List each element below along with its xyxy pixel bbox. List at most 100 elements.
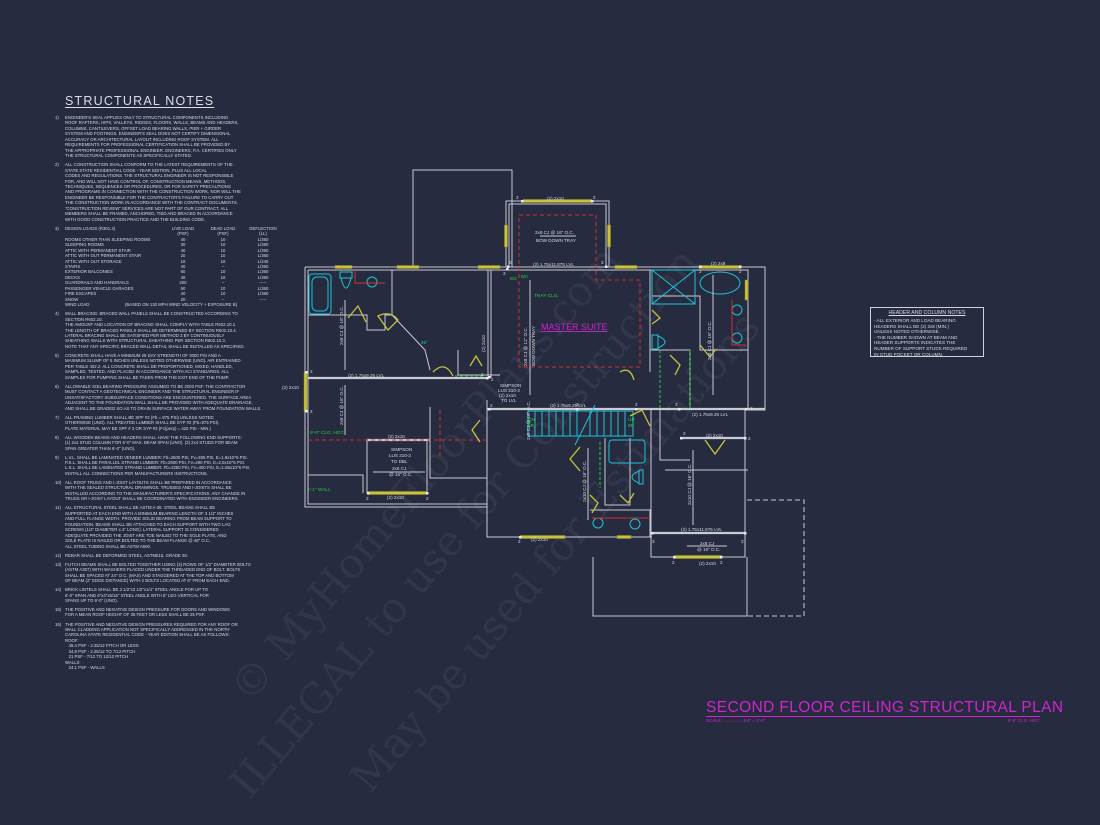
label: TRAY CLG. [534, 293, 559, 299]
note-item: 1)ENGINEER'S SEAL APPLIES ONLY TO STRUCT… [55, 115, 290, 159]
note-line: THE POSITIVE AND NEGATIVE DESIGN PRESSUR… [65, 621, 238, 627]
design-load-cell: 10 [220, 258, 226, 264]
label: 2x8 CJ @ 16" O.C. [339, 386, 344, 425]
post-label: 3 [509, 260, 512, 265]
note-line: FOR, AND WILL NOT HAVE CONTROL OF, CONST… [65, 178, 227, 184]
column-header: LIVE LOAD [171, 225, 195, 231]
note-number: 13) [55, 561, 62, 567]
sink-icon [366, 276, 378, 288]
note-line: FOUNDATION. BEAMS SHALL BE ATTACHED TO E… [65, 521, 231, 527]
design-load-cell: 20 [180, 253, 186, 259]
note-line: WITH THE SEALED STRUCTURAL DRAWINGS. TRU… [65, 485, 232, 491]
notes-list: 1)ENGINEER'S SEAL APPLIES ONLY TO STRUCT… [55, 115, 290, 222]
label: DN [528, 417, 535, 423]
post-label: 3 [503, 271, 506, 276]
note-item: 7)ALL FRAMING LUMBER SHALL BE SPF #2 (Fb… [55, 415, 290, 431]
note-number: 10) [55, 479, 62, 485]
note-number: 8) [55, 434, 59, 440]
post-label: 3 [576, 402, 579, 407]
post-label: 2 [518, 539, 521, 544]
toilet-icon [631, 469, 644, 485]
note-line: 34.8 PSF - 2.25/12 TO 7/12 PITCH [65, 648, 136, 654]
post-label: 2 [635, 402, 638, 407]
note-line: LATERAL BRACING SHALL BE SATISFIED PER M… [65, 333, 225, 338]
design-load-cell: L/360 [257, 263, 269, 269]
structural-notes: STRUCTURAL NOTES 1)ENGINEER'S SEAL APPLI… [55, 94, 290, 674]
post-label: 2 [310, 409, 313, 414]
note-line: P.S.L. SHALL BE PARALLEL STRAND LUMBER: … [65, 460, 246, 466]
label: 2x8 CJ @ 16" O.C. [535, 230, 574, 235]
structural-notes-title: STRUCTURAL NOTES [65, 94, 215, 108]
label: (2) 2x10 [706, 433, 723, 438]
label: 2x8 CJ @ 12" O.C. [523, 327, 528, 366]
post-label: 2 [490, 403, 493, 408]
note-line: WALL BRACING: BRACED WALL PANELS SHALL B… [65, 311, 238, 317]
note-line: PER TABLE 402.2. ALL CONCRETE SHALL BE P… [65, 363, 233, 369]
note-line: ALL STRUCTURAL STEEL SHALL BE ASTM A-36.… [65, 505, 216, 511]
note-line: ALL STEEL TUBING SHALL BE ASTM A500. [65, 543, 152, 549]
label: SIMPSON [391, 447, 412, 452]
note-number: 5) [55, 352, 59, 358]
note-line: FOR A MEAN ROOF HEIGHT OF 35 FEET OR LES… [65, 612, 206, 618]
post-label: 2 [310, 369, 313, 374]
note-line: MUST CONTACT A GEOTECHNICAL ENGINEER AND… [65, 389, 240, 395]
note-line: SHEATHING WALLS WITH STRUCTURAL SHEATHIN… [65, 338, 226, 344]
joist-span-lines [344, 235, 727, 547]
note-number: 6) [55, 383, 59, 389]
label: 2x8 CJ @ 16" O.C. [339, 306, 344, 345]
label: LUS 210-2 [498, 388, 520, 393]
post-label: 3 [652, 539, 655, 544]
header-column-note-line: NUMBER OF SUPPORT STUDS REQUIRED [874, 345, 968, 351]
headers [303, 199, 749, 559]
design-load-cell: L/360 [257, 253, 269, 259]
scale-label: SCALE: [706, 718, 723, 723]
note-line: ENGINEER BE RESPONSIBLE FOR THE CONTRACT… [65, 194, 234, 200]
support-posts: 2 2 3 3 3 2 2 2 2 2 2 2 3 2 3 2 2 2 2 3 … [305, 195, 753, 565]
tub-icon [308, 273, 332, 315]
design-load-cell: 200 [179, 280, 187, 286]
note-line: CODES AND REGULATIONS. THE STRUCTURAL EN… [65, 173, 234, 179]
note-item: 16)THE POSITIVE AND NEGATIVE DESIGN PRES… [55, 622, 290, 671]
design-load-cell: 40 [180, 263, 186, 269]
note-line: THE POSITIVE AND NEGATIVE DESIGN PRESSUR… [65, 607, 230, 613]
wind-load-label: WIND LOAD [65, 302, 90, 308]
design-loads-title: DESIGN LOADS (R301.4) [65, 225, 116, 231]
header-column-note-line: - THE NUMBER SHOWN AT BEAM AND [874, 334, 958, 340]
label: (2) 2x10 [282, 385, 299, 390]
post-label: 2 [748, 436, 751, 441]
note-item: 2)ALL CONSTRUCTION SHALL CONFORM TO THE … [55, 162, 290, 222]
note-line: SECTION R602.10. [65, 316, 103, 322]
design-load-cell: ATTIC WITH PERMANENT STAIR [65, 247, 131, 253]
note-number: 14) [55, 587, 62, 593]
label: (2) 1.75x11.875 LVL [533, 262, 574, 267]
label: TO LVL [501, 398, 517, 403]
note-line: ALL CONSTRUCTION SHALL CONFORM TO THE LA… [65, 162, 233, 168]
note-item: 11)ALL STRUCTURAL STEEL SHALL BE ASTM A-… [55, 505, 290, 549]
label: BOW DOWN TRAY [536, 238, 576, 243]
walls [304, 169, 805, 617]
note-line: ACCURACY OR ARCHITECTURAL LAYOUT INCLUDI… [65, 136, 219, 142]
header-column-note-line: HEADERS SHALL BE (2) 2x8 (MIN.) [874, 323, 949, 329]
post-label: 2 [683, 431, 686, 436]
post-label: 2 [672, 560, 675, 565]
label: BOW DOWN TRAY [531, 326, 536, 366]
note-line: MEMBERS SHALL BE FRAMED, ANCHORED, TIED … [65, 211, 233, 217]
label: (2) 1.75x9.25 LVL [348, 373, 385, 378]
design-load-cell: 10 [220, 253, 226, 259]
design-load-cell: SLEEPING ROOMS [65, 242, 104, 248]
design-load-cell: PASSENGER VEHICLE GARAGES [65, 285, 134, 291]
design-load-cell: -- [221, 280, 225, 286]
note-line: COLUMNS, CANTILEVERS, OFFSET LOAD BEARIN… [65, 125, 222, 131]
note-line: BRICK LINTELS SHALL BE 3 1/2"x3 1/2"x1/4… [65, 587, 209, 593]
note-line: ADEQUATE PROVIDED THE JOIST ARE TOE NAIL… [65, 532, 227, 538]
design-load-cell: 10 [220, 285, 226, 291]
note-line: ALL FRAMING LUMBER SHALL BE SPF #2 (Fb =… [65, 414, 214, 420]
label: LUS 210-2 [389, 453, 411, 458]
